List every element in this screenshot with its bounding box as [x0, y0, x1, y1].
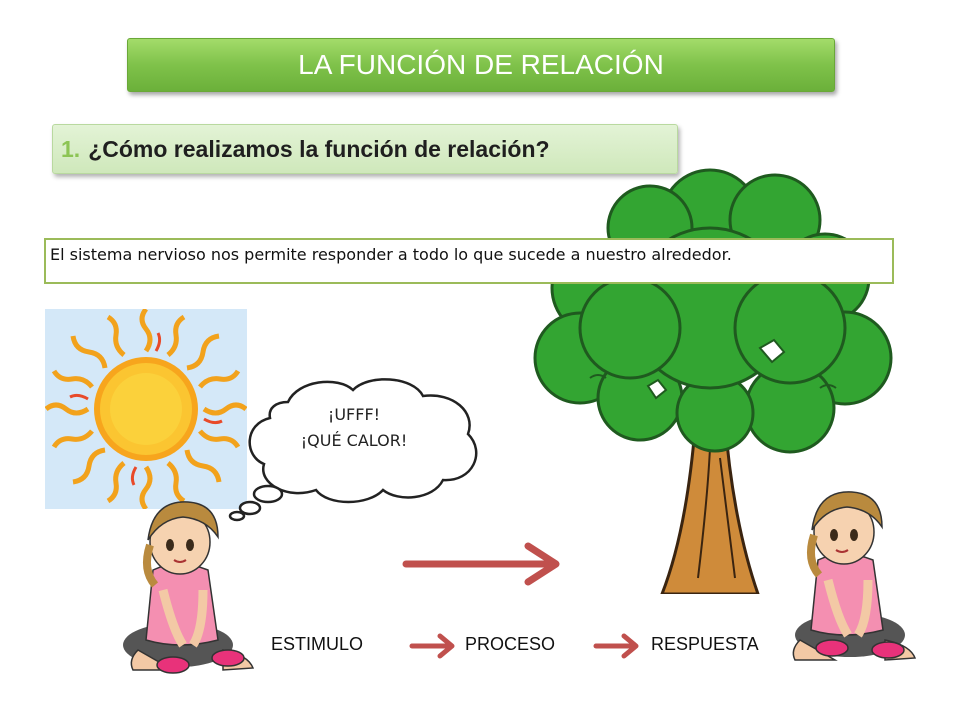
question-text: ¿Cómo realizamos la función de relación?: [88, 135, 550, 162]
flow-step-stimulus: ESTIMULO: [271, 634, 364, 654]
arrow-right-icon: [593, 633, 639, 659]
question-heading: 1. ¿Cómo realizamos la función de relaci…: [52, 124, 678, 174]
question-number: 1.: [61, 135, 81, 162]
slide-title: LA FUNCIÓN DE RELACIÓN: [127, 38, 835, 92]
thought-bubble-icon: [228, 378, 478, 522]
flow-step-response: RESPUESTA: [651, 634, 759, 654]
thought-text: ¡UFFF! ¡QUÉ CALOR!: [264, 402, 444, 454]
girl-icon: [123, 501, 255, 674]
arrow-right-icon: [402, 542, 560, 586]
flow-step-process: PROCESO: [465, 634, 556, 654]
body-text: El sistema nervioso nos permite responde…: [44, 238, 894, 284]
sun-icon: [45, 309, 247, 509]
thought-line-2: ¡QUÉ CALOR!: [300, 431, 408, 450]
girl-icon: [792, 491, 917, 661]
thought-line-1: ¡UFFF!: [327, 405, 381, 424]
arrow-right-icon: [409, 633, 455, 659]
